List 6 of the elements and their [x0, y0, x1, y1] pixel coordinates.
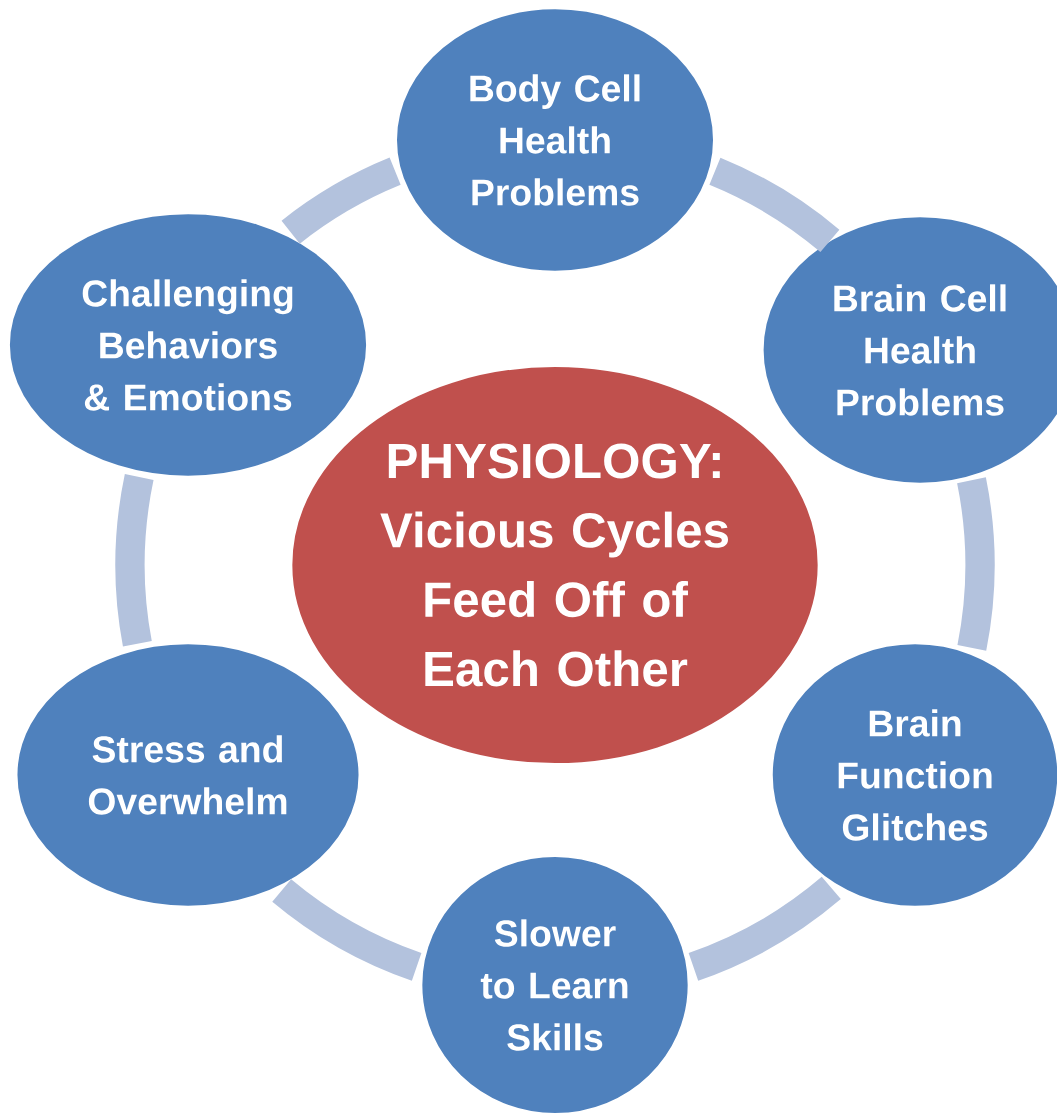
- ring-segment: [709, 157, 840, 253]
- ring-segment: [115, 474, 154, 647]
- ring-segment: [688, 876, 841, 981]
- ring-segment: [272, 879, 422, 981]
- ring-segment: [281, 157, 401, 244]
- ring-segment: [957, 477, 995, 651]
